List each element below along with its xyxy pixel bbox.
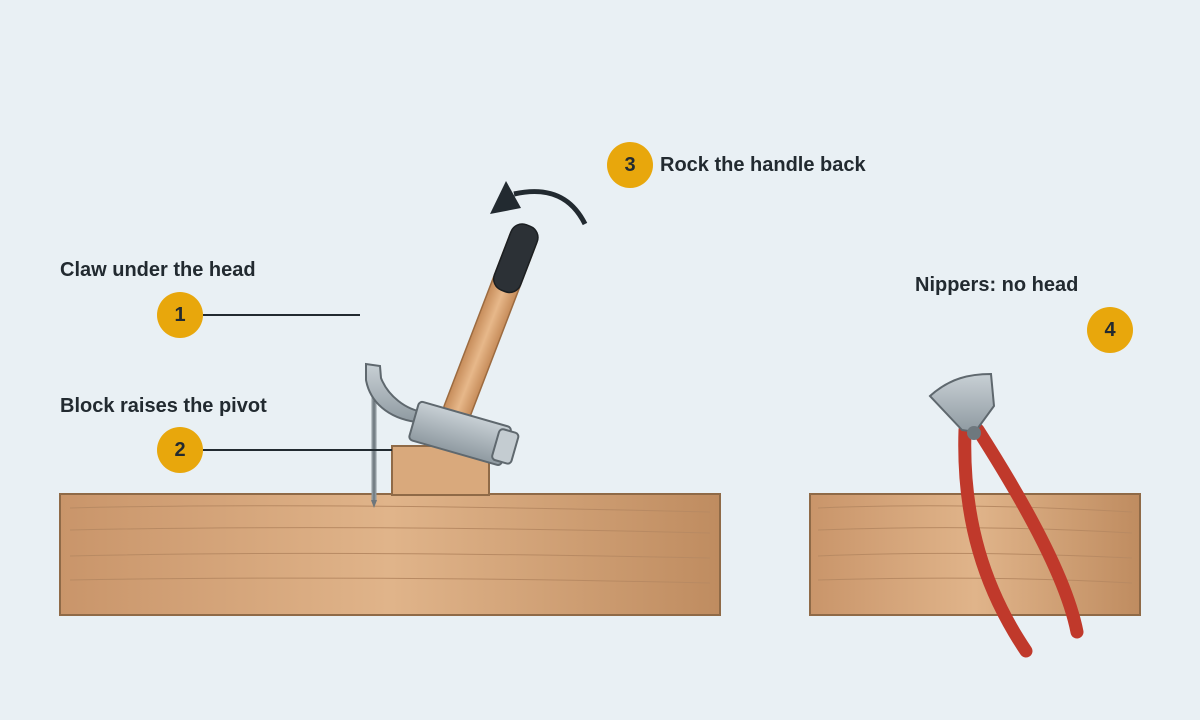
hammer-icon — [365, 223, 539, 466]
step-4-badge: 4 — [1087, 307, 1133, 353]
step-1-badge: 1 — [157, 292, 203, 338]
left-board — [59, 493, 721, 616]
step-3-badge: 3 — [607, 142, 653, 188]
step-2-badge: 2 — [157, 427, 203, 473]
curved-arrow-icon — [490, 181, 588, 226]
step-3-label: Rock the handle back — [660, 154, 866, 176]
step-1-label: Claw under the head — [60, 259, 256, 281]
step-2-label: Block raises the pivot — [60, 395, 267, 417]
step-4-label: Nippers: no head — [915, 274, 1079, 296]
nippers-icon — [928, 372, 1084, 658]
